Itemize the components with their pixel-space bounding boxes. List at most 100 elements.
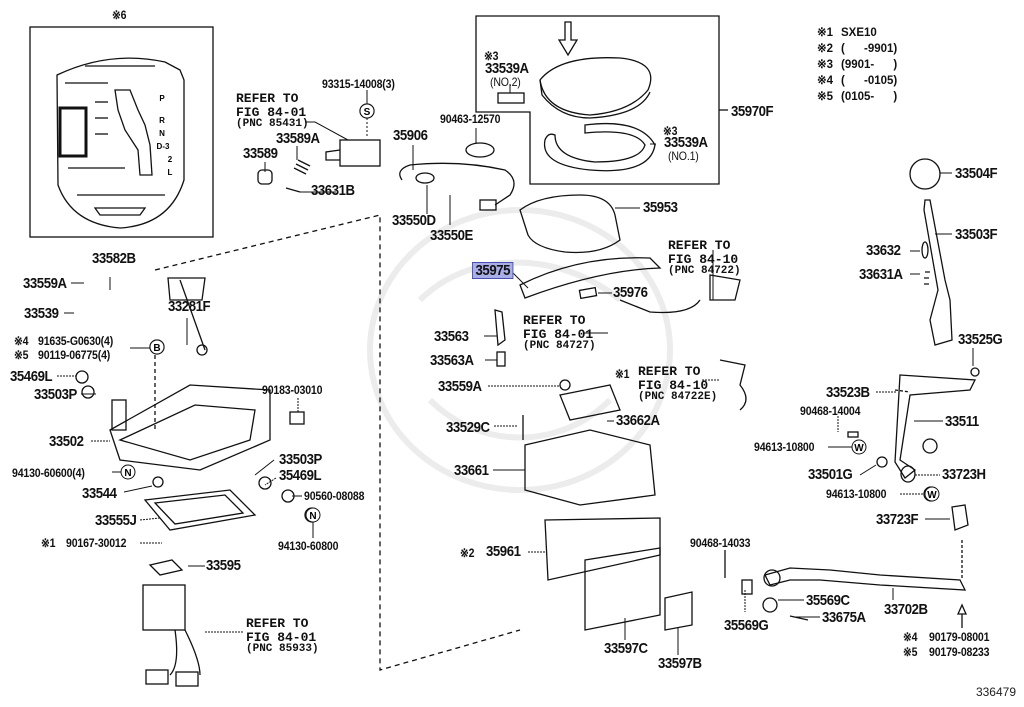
part-33550D[interactable]: 33550D [392,212,436,229]
part-33503F[interactable]: 33503F [955,226,998,243]
refer-to-84722[interactable]: REFER TO FIG 84-10 (PNC 84722) [668,239,741,278]
legend-key: ※1 [817,27,834,39]
part-35569G[interactable]: 35569G [724,617,769,634]
part-90468-14033[interactable]: 90468-14033 [690,536,751,550]
legend-value: SXE10 [841,27,877,39]
part-90560-08088[interactable]: 90560-08088 [304,489,365,503]
wire-35906 [399,162,515,206]
part-35469L-b[interactable]: 35469L [279,467,322,484]
part-33563[interactable]: 33563 [434,328,469,345]
part-33589[interactable]: 33589 [243,145,278,162]
ref-line: REFER TO [638,364,701,379]
legend-value: (0105- ) [841,91,898,103]
part-94130-60600[interactable]: 94130-60600(4) [12,466,85,480]
indicator-cover [539,57,652,116]
legend-row: ※2( -9901) [817,41,897,57]
figure-number: 336479 [975,685,1016,699]
part-33539A-no2[interactable]: 33539A [485,60,529,77]
shift-lever [923,199,953,346]
part-33523B[interactable]: 33523B [826,384,870,401]
ref-note-mark: ※1 [615,367,630,381]
ref-line: FIG 84-01 [236,104,307,120]
part-33503P-a[interactable]: 33503P [34,386,77,403]
gate-d3: D-3 [157,142,170,151]
part-94613-10800-a[interactable]: 94613-10800 [754,440,815,454]
part-33281F[interactable]: 33281F [168,298,211,315]
part-33632[interactable]: 33632 [866,242,901,259]
part-33631A[interactable]: 33631A [859,266,903,283]
part-33559A-center[interactable]: 33559A [438,378,482,395]
part-35961[interactable]: 35961 [486,543,521,560]
part-33675A[interactable]: 33675A [822,609,866,626]
ref-line: FIG 84-10 [668,251,739,267]
refer-to-85431[interactable]: REFER TO FIG 84-01 (PNC 85431) [236,92,309,131]
part-35975-highlighted[interactable]: 35975 [472,262,514,279]
part-35970F[interactable]: 35970F [731,103,774,120]
part-90183-03010[interactable]: 90183-03010 [262,383,323,397]
legend-value: ( -0105) [841,75,898,87]
gate-l: L [168,168,173,177]
part-33661[interactable]: 33661 [454,462,489,479]
ref-line: REFER TO [246,616,309,631]
part-33723F[interactable]: 33723F [876,511,919,528]
part-35976[interactable]: 35976 [613,284,648,301]
part-90167-30012[interactable]: 90167-30012 [66,536,127,550]
ref-pnc: (PNC 85933) [246,643,319,656]
part-33563A[interactable]: 33563A [430,352,474,369]
part-33589A[interactable]: 33589A [276,130,320,147]
part-33597C[interactable]: 33597C [604,640,648,657]
control-rod-33702B [764,567,967,591]
part-94613-10800-b[interactable]: 94613-10800 [826,487,887,501]
part-33559A-left[interactable]: 33559A [23,275,67,292]
part-33597B[interactable]: 33597B [658,655,702,672]
part-33525G[interactable]: 33525G [958,331,1003,348]
legend-key: ※2 [817,43,834,55]
part-93315-14008[interactable]: 93315-14008(3) [322,77,395,91]
legend-key: ※4 [817,75,834,87]
part-90119-06775[interactable]: 90119-06775(4) [38,348,111,362]
note-mark-1: ※1 [41,536,56,550]
part-33501G[interactable]: 33501G [808,466,853,483]
part-33544[interactable]: 33544 [82,485,117,502]
inset-frame [29,26,214,238]
refer-to-84722E[interactable]: REFER TO FIG 84-10 (PNC 84722E) [638,365,717,404]
part-33502[interactable]: 33502 [49,433,84,450]
part-35569C[interactable]: 35569C [806,592,850,609]
part-33504F[interactable]: 33504F [955,165,998,182]
part-94130-60800[interactable]: 94130-60800 [278,539,339,553]
part-33503P-b[interactable]: 33503P [279,451,322,468]
part-33550E[interactable]: 33550E [430,227,473,244]
part-90463-12570[interactable]: 90463-12570 [440,112,501,126]
part-33539A-no1[interactable]: 33539A [664,134,708,151]
part-35953[interactable]: 35953 [643,199,678,216]
part-90179-08001[interactable]: 90179-08001 [929,630,990,644]
part-33582B[interactable]: 33582B [92,250,136,267]
part-33631B[interactable]: 33631B [311,182,355,199]
part-90179-08233[interactable]: 90179-08233 [929,645,990,659]
part-90468-14004[interactable]: 90468-14004 [800,404,861,418]
part-33702B[interactable]: 33702B [884,601,928,618]
part-33539[interactable]: 33539 [24,305,59,322]
symbol-n-2: N [309,511,316,522]
part-33511[interactable]: 33511 [945,413,979,430]
part-35469L-a[interactable]: 35469L [10,368,53,385]
legend-key: ※5 [817,91,834,103]
refer-to-84727[interactable]: REFER TO FIG 84-01 (PNC 84727) [523,314,596,353]
shift-lock-solenoid [339,139,381,167]
symbol-w-2: W [927,490,937,501]
part-33723H[interactable]: 33723H [942,466,986,483]
part-33555J[interactable]: 33555J [95,512,137,529]
part-33595[interactable]: 33595 [206,557,241,574]
note-mark-3: ※3 [484,49,499,63]
part-91635-G0630[interactable]: 91635-G0630(4) [38,334,114,348]
part-33529C[interactable]: 33529C [446,419,490,436]
seal-ring [543,122,656,172]
symbol-w-1: W [854,443,864,454]
part-33662A[interactable]: 33662A [616,412,660,429]
part-35906[interactable]: 35906 [393,127,428,144]
ref-line: FIG 84-10 [638,377,709,393]
refer-to-85933[interactable]: REFER TO FIG 84-01 (PNC 85933) [246,617,319,656]
